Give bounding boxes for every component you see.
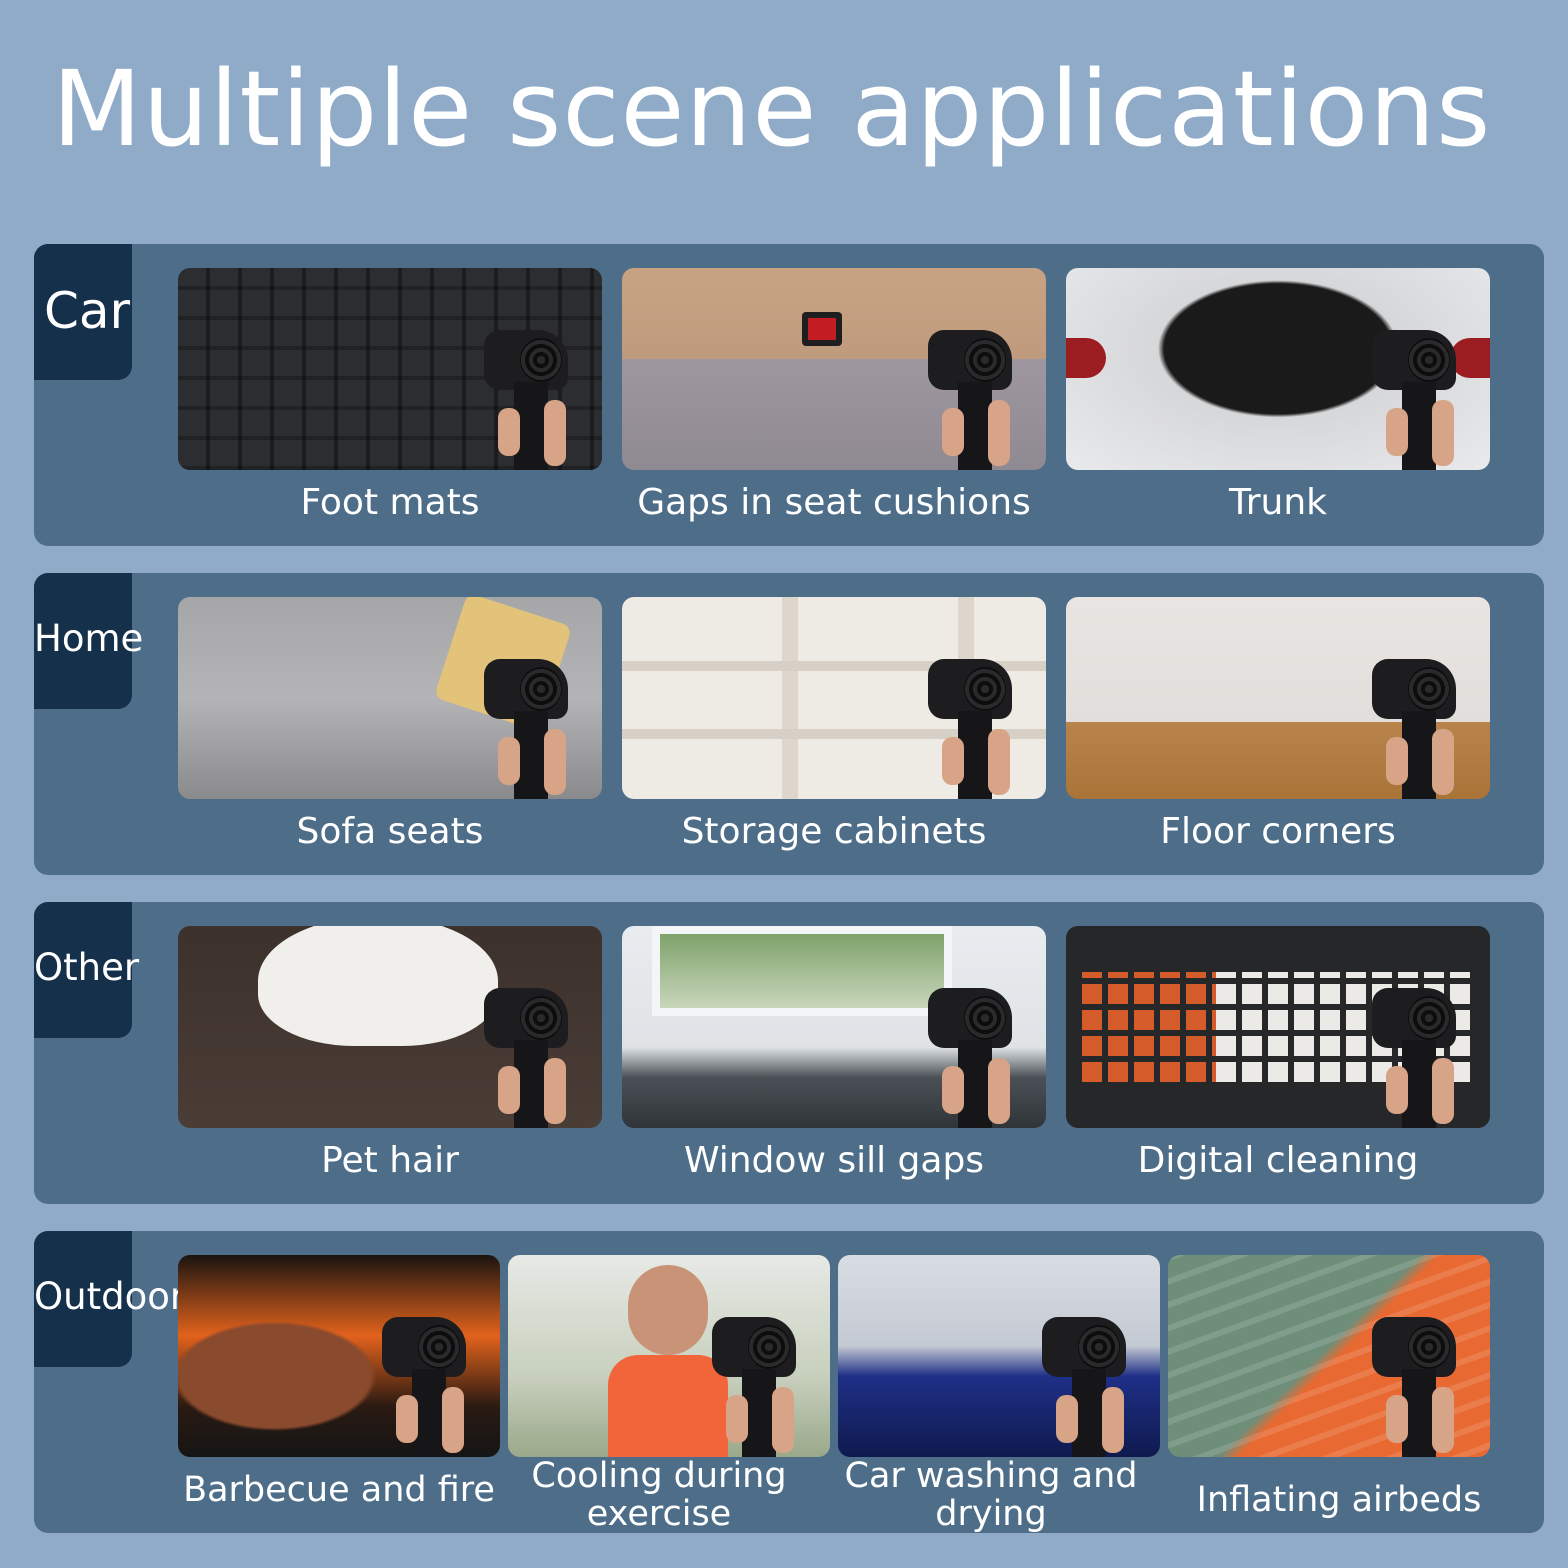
- section-label: Car: [44, 282, 131, 340]
- section-outdoor: Outdoor Barbecue and fire Cooling during…: [34, 1231, 1544, 1533]
- blower-device-icon: [1372, 988, 1462, 1128]
- blower-device-icon: [484, 330, 574, 470]
- caption-floor-corners: Floor corners: [1160, 811, 1396, 852]
- keyboard-image: [1066, 926, 1490, 1128]
- blower-device-icon: [928, 659, 1018, 799]
- caption-digital-cleaning: Digital cleaning: [1137, 1140, 1419, 1181]
- trunk-image: [1066, 268, 1490, 470]
- page-title: Multiple scene applications: [52, 48, 1492, 170]
- blower-device-icon: [1372, 1317, 1462, 1457]
- window-sill-image: [622, 926, 1046, 1128]
- car-washing-image: [838, 1255, 1160, 1457]
- caption-pet-hair: Pet hair: [321, 1140, 459, 1181]
- pet-hair-image: [178, 926, 602, 1128]
- caption-trunk: Trunk: [1229, 482, 1327, 523]
- floor-corner-image: [1066, 597, 1490, 799]
- caption-seat-cushions: Gaps in seat cushions: [637, 482, 1031, 523]
- barbecue-image: [178, 1255, 500, 1457]
- caption-airbeds: Inflating airbeds: [1196, 1480, 1482, 1520]
- blower-device-icon: [484, 988, 574, 1128]
- section-tag: Home: [34, 573, 143, 709]
- blower-device-icon: [928, 988, 1018, 1128]
- section-other: Other Pet hair Window sill gaps Digital …: [34, 902, 1544, 1204]
- exercise-image: [508, 1255, 830, 1457]
- section-label: Home: [34, 617, 144, 660]
- caption-cooling-exercise: Cooling during exercise: [531, 1456, 787, 1534]
- section-label: Other: [34, 946, 140, 989]
- foot-mats-image: [178, 268, 602, 470]
- section-tag: Outdoor: [34, 1231, 185, 1367]
- caption-sofa-seats: Sofa seats: [296, 811, 484, 852]
- blower-device-icon: [1372, 659, 1462, 799]
- sofa-image: [178, 597, 602, 799]
- blower-device-icon: [382, 1317, 472, 1457]
- section-home: Home Sofa seats Storage cabinets Floor c…: [34, 573, 1544, 875]
- caption-window-sill: Window sill gaps: [683, 1140, 985, 1181]
- section-tag: Car: [34, 244, 132, 380]
- blower-device-icon: [1372, 330, 1462, 470]
- caption-storage-cabinets: Storage cabinets: [681, 811, 987, 852]
- caption-car-washing: Car washing and drying: [844, 1456, 1138, 1534]
- blower-device-icon: [712, 1317, 802, 1457]
- seat-cushion-image: [622, 268, 1046, 470]
- section-label: Outdoor: [34, 1275, 186, 1318]
- storage-cabinet-image: [622, 597, 1046, 799]
- airbed-image: [1168, 1255, 1490, 1457]
- blower-device-icon: [928, 330, 1018, 470]
- section-tag: Other: [34, 902, 139, 1038]
- blower-device-icon: [1042, 1317, 1132, 1457]
- blower-device-icon: [484, 659, 574, 799]
- caption-barbecue: Barbecue and fire: [183, 1470, 495, 1510]
- caption-foot-mats: Foot mats: [300, 482, 480, 523]
- section-car: Car Foot mats Gaps in seat cushions Trun…: [34, 244, 1544, 546]
